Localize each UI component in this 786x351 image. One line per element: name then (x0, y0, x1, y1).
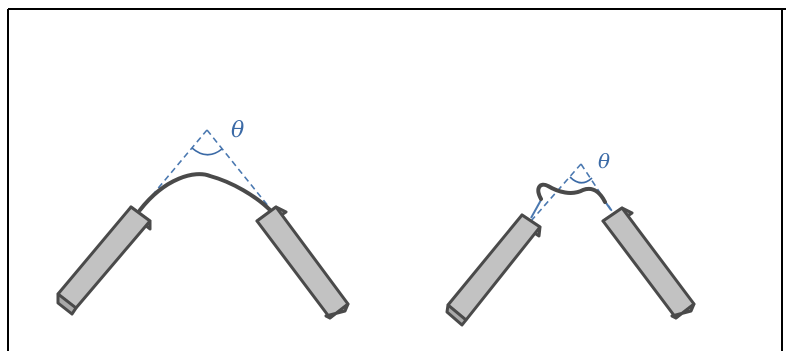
rod-bottom-face (324, 302, 350, 320)
figure-frame (7, 8, 786, 351)
left-rod (445, 213, 542, 327)
left-rod (56, 205, 152, 316)
kinked-cord (536, 182, 607, 204)
rod-body (601, 206, 696, 320)
panel-kinked-bend: θ (445, 149, 696, 327)
right-rod (255, 205, 350, 320)
theta-label: θ (598, 149, 610, 173)
right-rod (601, 206, 696, 320)
smooth-cord (138, 172, 273, 213)
bend-angle-arc (191, 147, 223, 156)
rod-bottom-face (56, 292, 78, 316)
rod-body (446, 213, 542, 322)
panel-smooth-bend: θ (56, 118, 350, 320)
theta-label: θ (231, 118, 244, 143)
rod-body (255, 205, 350, 320)
rod-bottom-face (445, 303, 468, 327)
bend-angle-arc (569, 176, 593, 184)
left-rod-axis-guide (530, 163, 582, 222)
left-rod-axis-guide (138, 129, 208, 212)
rod-body (56, 205, 152, 310)
right-rod-axis-guide (206, 129, 274, 213)
left-cord-stub (530, 199, 542, 219)
rod-bottom-face (670, 302, 696, 320)
